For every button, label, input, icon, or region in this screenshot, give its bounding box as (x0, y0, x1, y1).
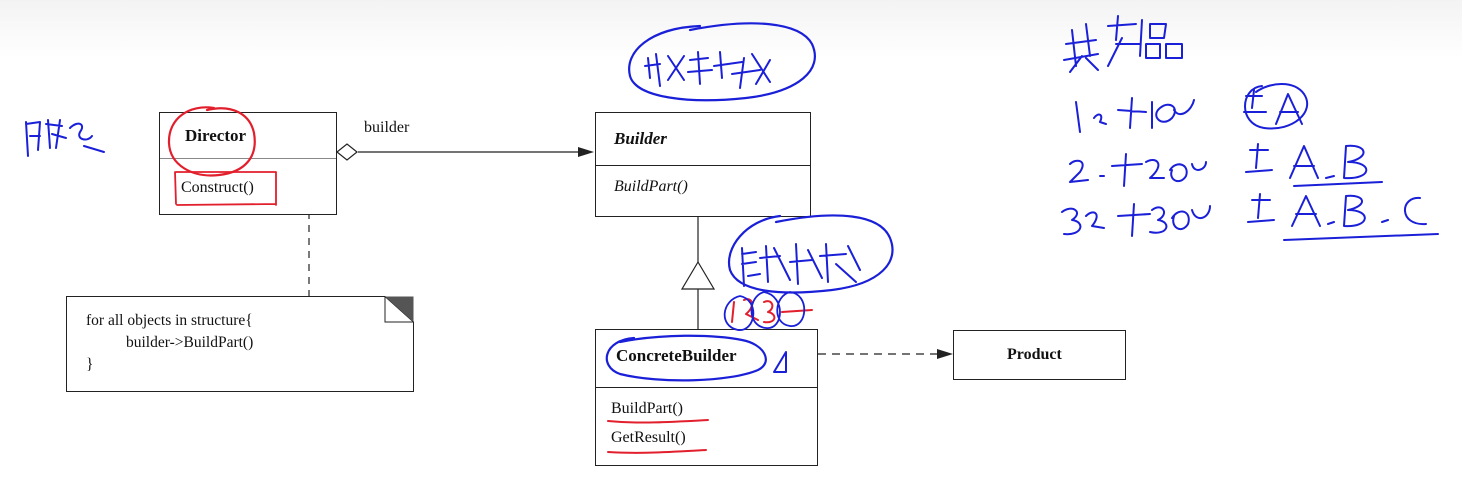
blue-scribble-row-3 (1061, 203, 1211, 237)
blue-scribble-abstract (644, 51, 771, 89)
blue-small-triangle (773, 351, 787, 373)
blue-answer-row-2 (1245, 143, 1383, 187)
note-shape (66, 296, 414, 392)
aggregation-diamond (336, 143, 358, 161)
dependency-arrowhead (937, 349, 953, 359)
note-line-3: } (86, 356, 94, 373)
association-label: builder (364, 119, 410, 136)
blue-ellipse-concretebuilder (605, 334, 767, 382)
director-class: Director Construct() (159, 112, 337, 215)
blue-circles-123 (723, 291, 806, 331)
concrete-builder-class: ConcreteBuilder BuildPart() GetResult() (595, 329, 818, 466)
red-circle-director (167, 106, 256, 177)
concrete-builder-buildpart-operation: BuildPart() (611, 400, 683, 417)
blue-ellipse-abstract (628, 22, 816, 102)
blue-scribble-title (1063, 15, 1183, 73)
red-numbers-123 (731, 298, 813, 324)
red-underline-buildpart (607, 419, 709, 424)
red-box-construct (174, 171, 277, 206)
concrete-builder-getresult-operation: GetResult() (611, 429, 686, 446)
builder-buildpart-operation: BuildPart() (614, 178, 688, 195)
blue-scribble-left (25, 119, 105, 157)
blue-answer-row-3 (1247, 193, 1439, 241)
association-arrowhead (578, 147, 594, 157)
implementation-note: for all objects in structure{ builder->B… (66, 296, 414, 392)
note-line-1: for all objects in structure{ (86, 312, 253, 329)
product-class-name: Product (1007, 346, 1062, 363)
blue-ellipse-concrete (727, 214, 894, 294)
blue-circle-row-1 (1244, 83, 1309, 130)
top-bar-background (0, 0, 1462, 58)
director-construct-operation: Construct() (181, 179, 254, 196)
director-class-name: Director (185, 126, 247, 145)
product-class: Product (953, 330, 1126, 380)
blue-scribble-concrete (741, 243, 861, 287)
concrete-builder-class-name: ConcreteBuilder (616, 346, 737, 365)
blue-scribble-row-2 (1069, 153, 1207, 187)
blue-scribble-row-1 (1075, 97, 1195, 133)
builder-class: Builder BuildPart() (595, 112, 811, 217)
builder-class-name: Builder (614, 129, 667, 148)
red-underline-getresult (607, 449, 707, 454)
blue-answer-row-1 (1243, 89, 1303, 125)
note-line-2: builder->BuildPart() (126, 334, 254, 351)
